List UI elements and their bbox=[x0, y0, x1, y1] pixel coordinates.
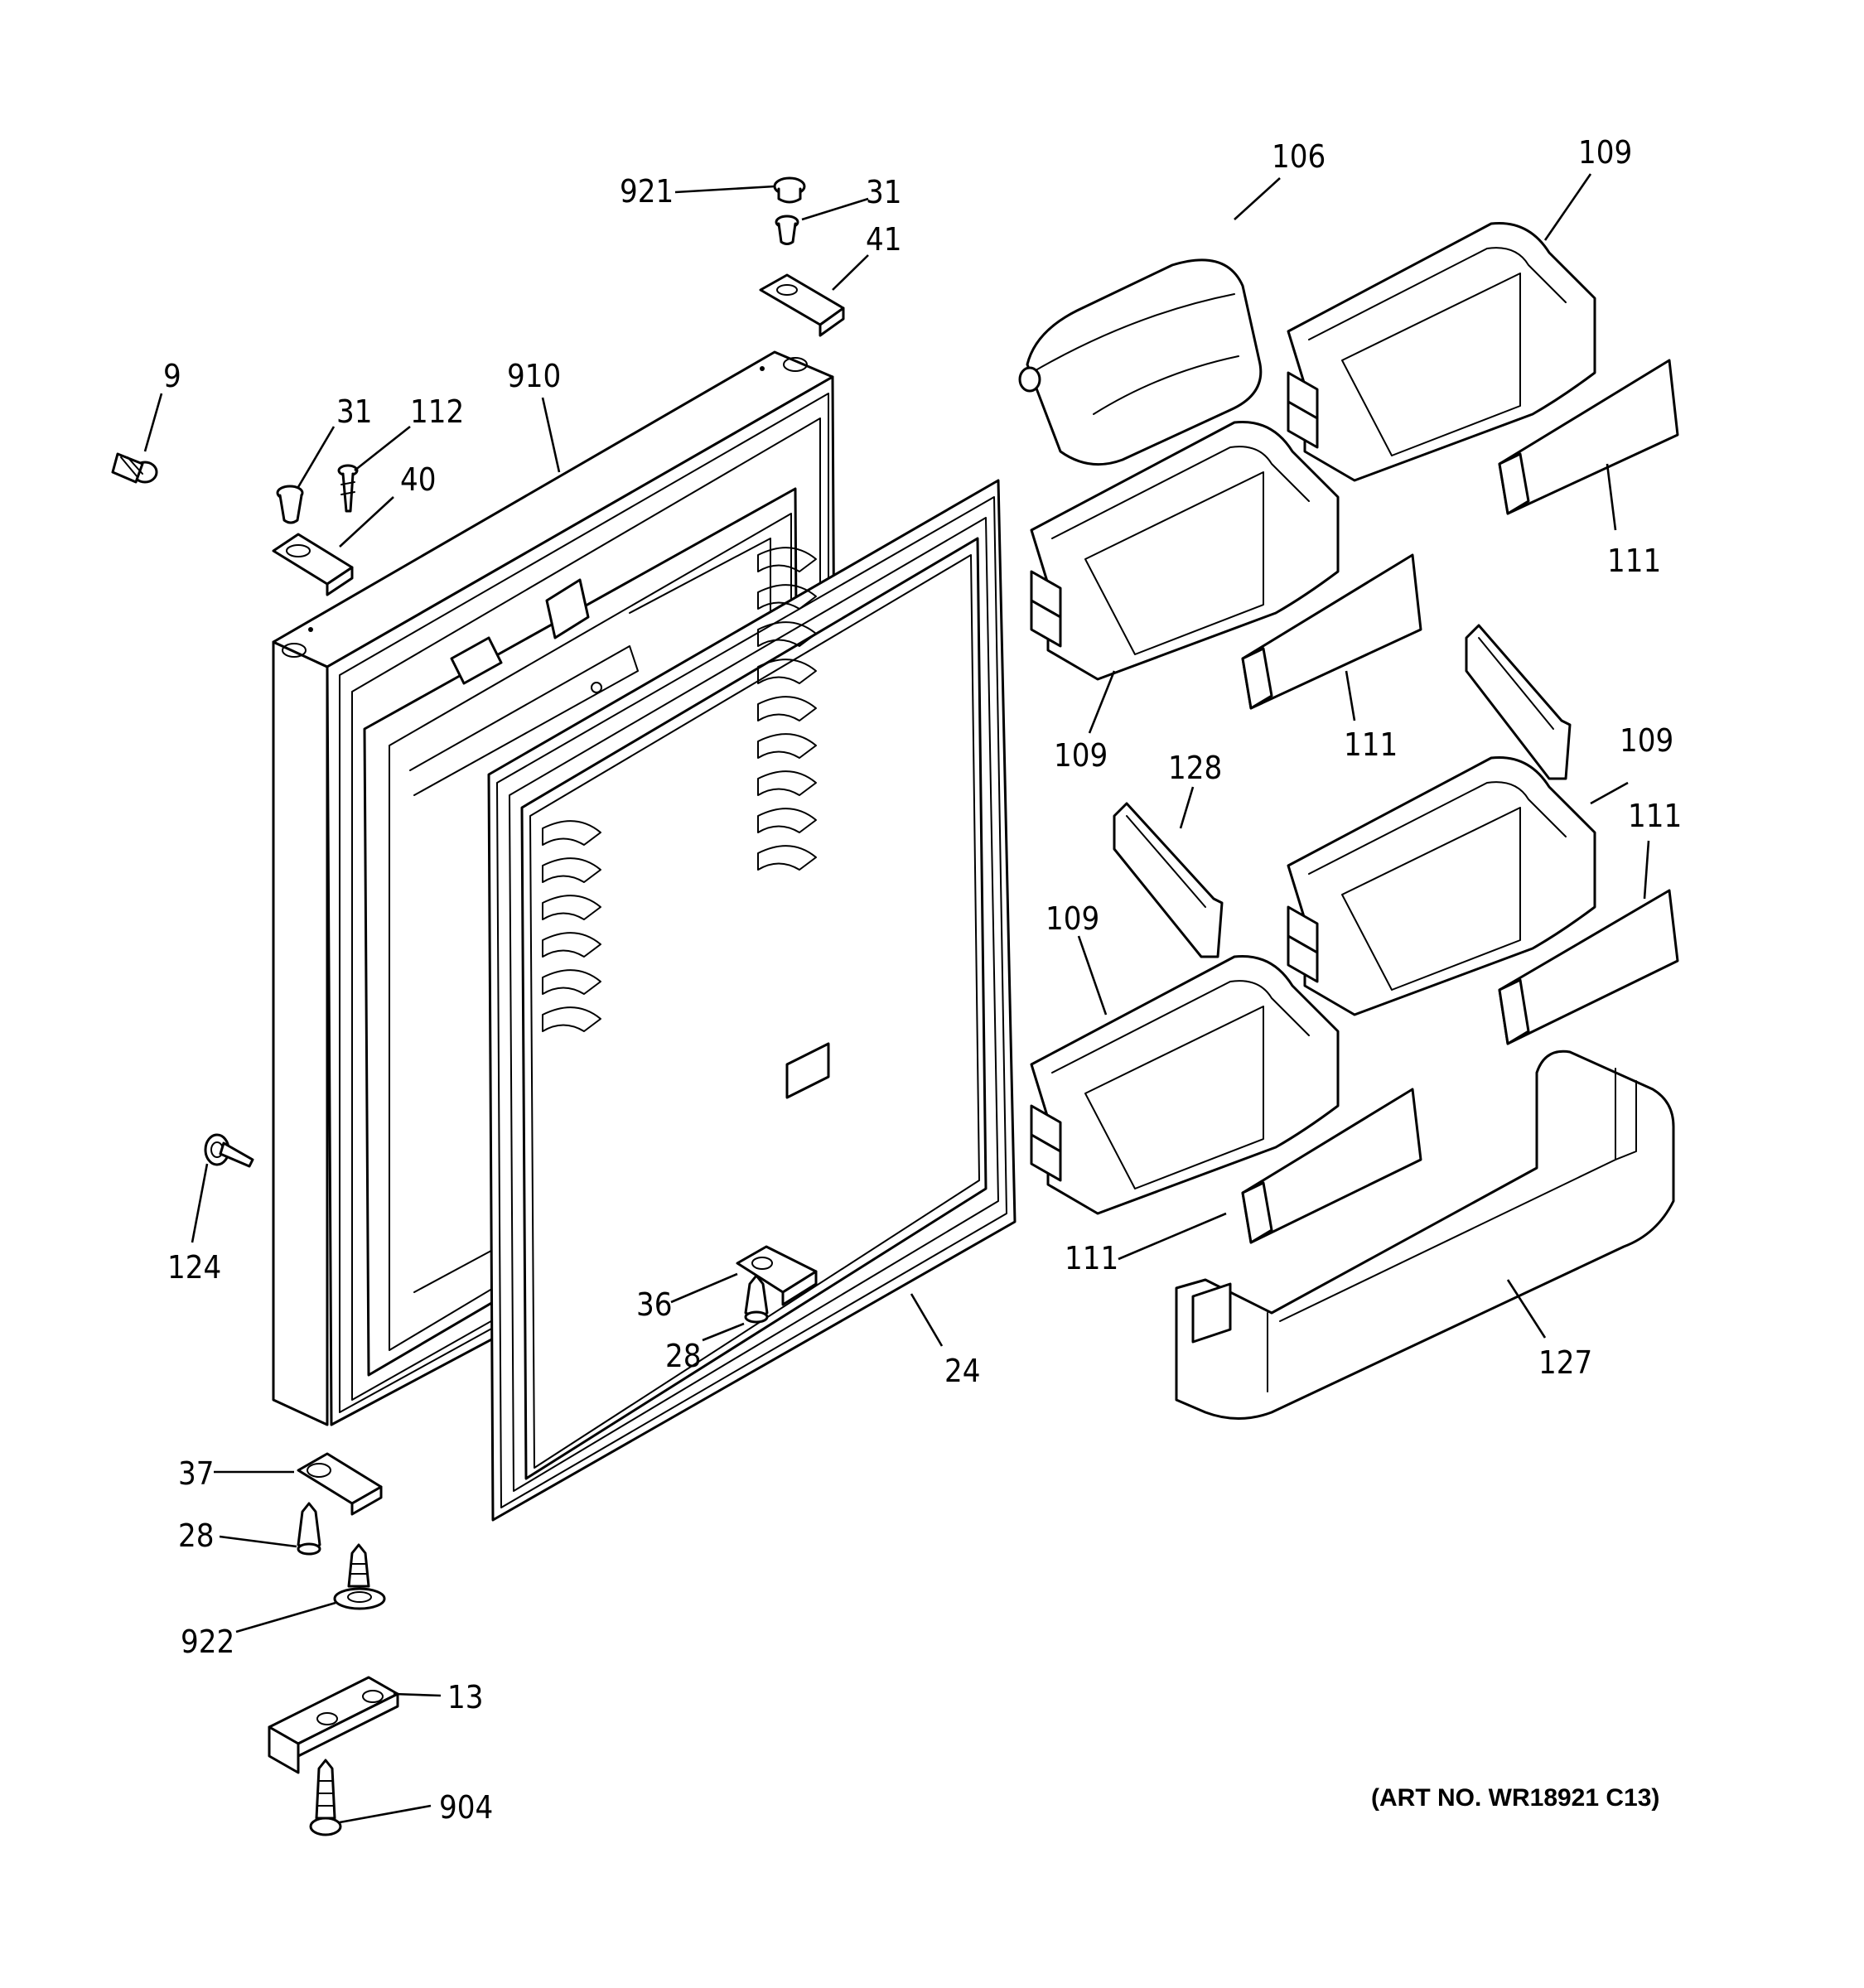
callout-13: 13 bbox=[447, 1679, 484, 1715]
callout-904: 904 bbox=[439, 1789, 493, 1826]
bin-front-111-upper-mid bbox=[1241, 553, 1422, 710]
callout-111-top-right: 111 bbox=[1607, 543, 1661, 579]
door-liner-bin-ledges-right bbox=[757, 547, 817, 871]
screw-124 bbox=[204, 1133, 254, 1168]
bin-front-111-mid-right bbox=[1498, 889, 1679, 1045]
hinge-plate-36 bbox=[736, 1245, 818, 1306]
screw-112 bbox=[337, 464, 359, 513]
callout-124: 124 bbox=[167, 1249, 221, 1286]
callout-28-mid: 28 bbox=[665, 1338, 702, 1374]
callout-111-upper-mid: 111 bbox=[1344, 726, 1398, 763]
callout-910: 910 bbox=[507, 358, 561, 394]
callout-111-mid-right: 111 bbox=[1628, 798, 1682, 834]
callout-109-upper-left: 109 bbox=[1054, 737, 1108, 774]
callout-109-lower-left: 109 bbox=[1045, 900, 1099, 937]
screw-904 bbox=[309, 1759, 342, 1836]
art-number: (ART NO. WR18921 C13) bbox=[1371, 1784, 1659, 1812]
door-liner-bin-ledges-left bbox=[542, 820, 601, 1032]
callout-31-left: 31 bbox=[336, 393, 373, 430]
callout-37: 37 bbox=[178, 1455, 215, 1492]
bottom-hinge-13 bbox=[268, 1676, 399, 1774]
hinge-pin-28-mid bbox=[744, 1274, 769, 1324]
dairy-door-cover-106 bbox=[1018, 258, 1263, 466]
bin-front-111-top-right bbox=[1498, 359, 1679, 515]
bushing-31-top bbox=[775, 215, 799, 245]
plug-921 bbox=[773, 176, 806, 204]
bin-divider-128-left bbox=[1113, 802, 1224, 958]
hinge-shim-40 bbox=[272, 533, 354, 596]
callout-9: 9 bbox=[163, 358, 181, 394]
callout-109-mid-right: 109 bbox=[1620, 722, 1673, 759]
door-bin-127 bbox=[1175, 1049, 1675, 1420]
callout-128: 128 bbox=[1168, 750, 1222, 786]
door-bin-109-lower-left bbox=[1030, 954, 1340, 1215]
callout-labels: 921 31 41 9 31 112 910 40 106 109 111 10… bbox=[163, 134, 1682, 1826]
callout-40: 40 bbox=[400, 461, 437, 498]
callout-28-low: 28 bbox=[178, 1518, 215, 1554]
callout-109-top-right: 109 bbox=[1578, 134, 1632, 171]
callout-31-top: 31 bbox=[866, 174, 902, 210]
hinge-shim-41 bbox=[759, 273, 845, 337]
door-stop-9 bbox=[111, 452, 158, 484]
bin-divider-128-right bbox=[1465, 624, 1572, 780]
callout-111-lower: 111 bbox=[1065, 1240, 1118, 1276]
leader-lines bbox=[143, 173, 1650, 1824]
callout-24: 24 bbox=[944, 1353, 981, 1389]
door-bin-109-upper-left bbox=[1030, 420, 1340, 681]
callout-921: 921 bbox=[620, 173, 674, 210]
callout-922: 922 bbox=[181, 1624, 234, 1660]
callout-41: 41 bbox=[866, 221, 902, 258]
door-bin-109-top-right bbox=[1287, 221, 1596, 482]
bushing-31-left bbox=[276, 485, 304, 524]
callout-127: 127 bbox=[1538, 1344, 1592, 1381]
callout-36: 36 bbox=[636, 1286, 673, 1323]
callout-106: 106 bbox=[1272, 138, 1326, 175]
door-bin-109-mid-right bbox=[1287, 755, 1596, 1016]
callout-112: 112 bbox=[410, 393, 464, 430]
door-liner-tag bbox=[785, 1042, 830, 1099]
bin-front-111-lower bbox=[1241, 1088, 1422, 1244]
hinge-plate-37 bbox=[297, 1452, 383, 1516]
hinge-pin-922 bbox=[333, 1543, 386, 1610]
hinge-pin-28-low bbox=[297, 1502, 321, 1556]
door-gasket bbox=[487, 479, 1017, 1522]
